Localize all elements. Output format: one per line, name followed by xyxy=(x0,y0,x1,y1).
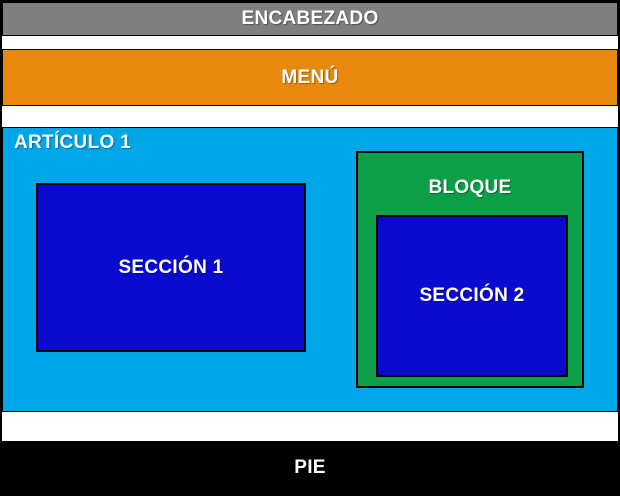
section1-box: SECCIÓN 1 xyxy=(36,183,306,352)
footer-label: PIE xyxy=(294,456,326,478)
menu-label: MENÚ xyxy=(281,66,339,88)
menu-bar: MENÚ xyxy=(2,49,618,106)
block-box: BLOQUE SECCIÓN 2 xyxy=(356,151,584,388)
gap-article-footer xyxy=(2,412,618,441)
article-label: ARTÍCULO 1 xyxy=(14,132,131,153)
block-label: BLOQUE xyxy=(428,177,512,198)
gap-menu-article xyxy=(2,106,618,127)
footer-bar: PIE xyxy=(2,441,618,494)
section2-label: SECCIÓN 2 xyxy=(419,285,525,306)
header-bar: ENCABEZADO xyxy=(2,2,618,36)
section2-box: SECCIÓN 2 xyxy=(376,215,568,377)
header-label: ENCABEZADO xyxy=(241,8,379,29)
gap-header-menu xyxy=(2,36,618,49)
section1-label: SECCIÓN 1 xyxy=(118,256,224,278)
article-area: ARTÍCULO 1 SECCIÓN 1 BLOQUE SECCIÓN 2 xyxy=(2,127,618,412)
